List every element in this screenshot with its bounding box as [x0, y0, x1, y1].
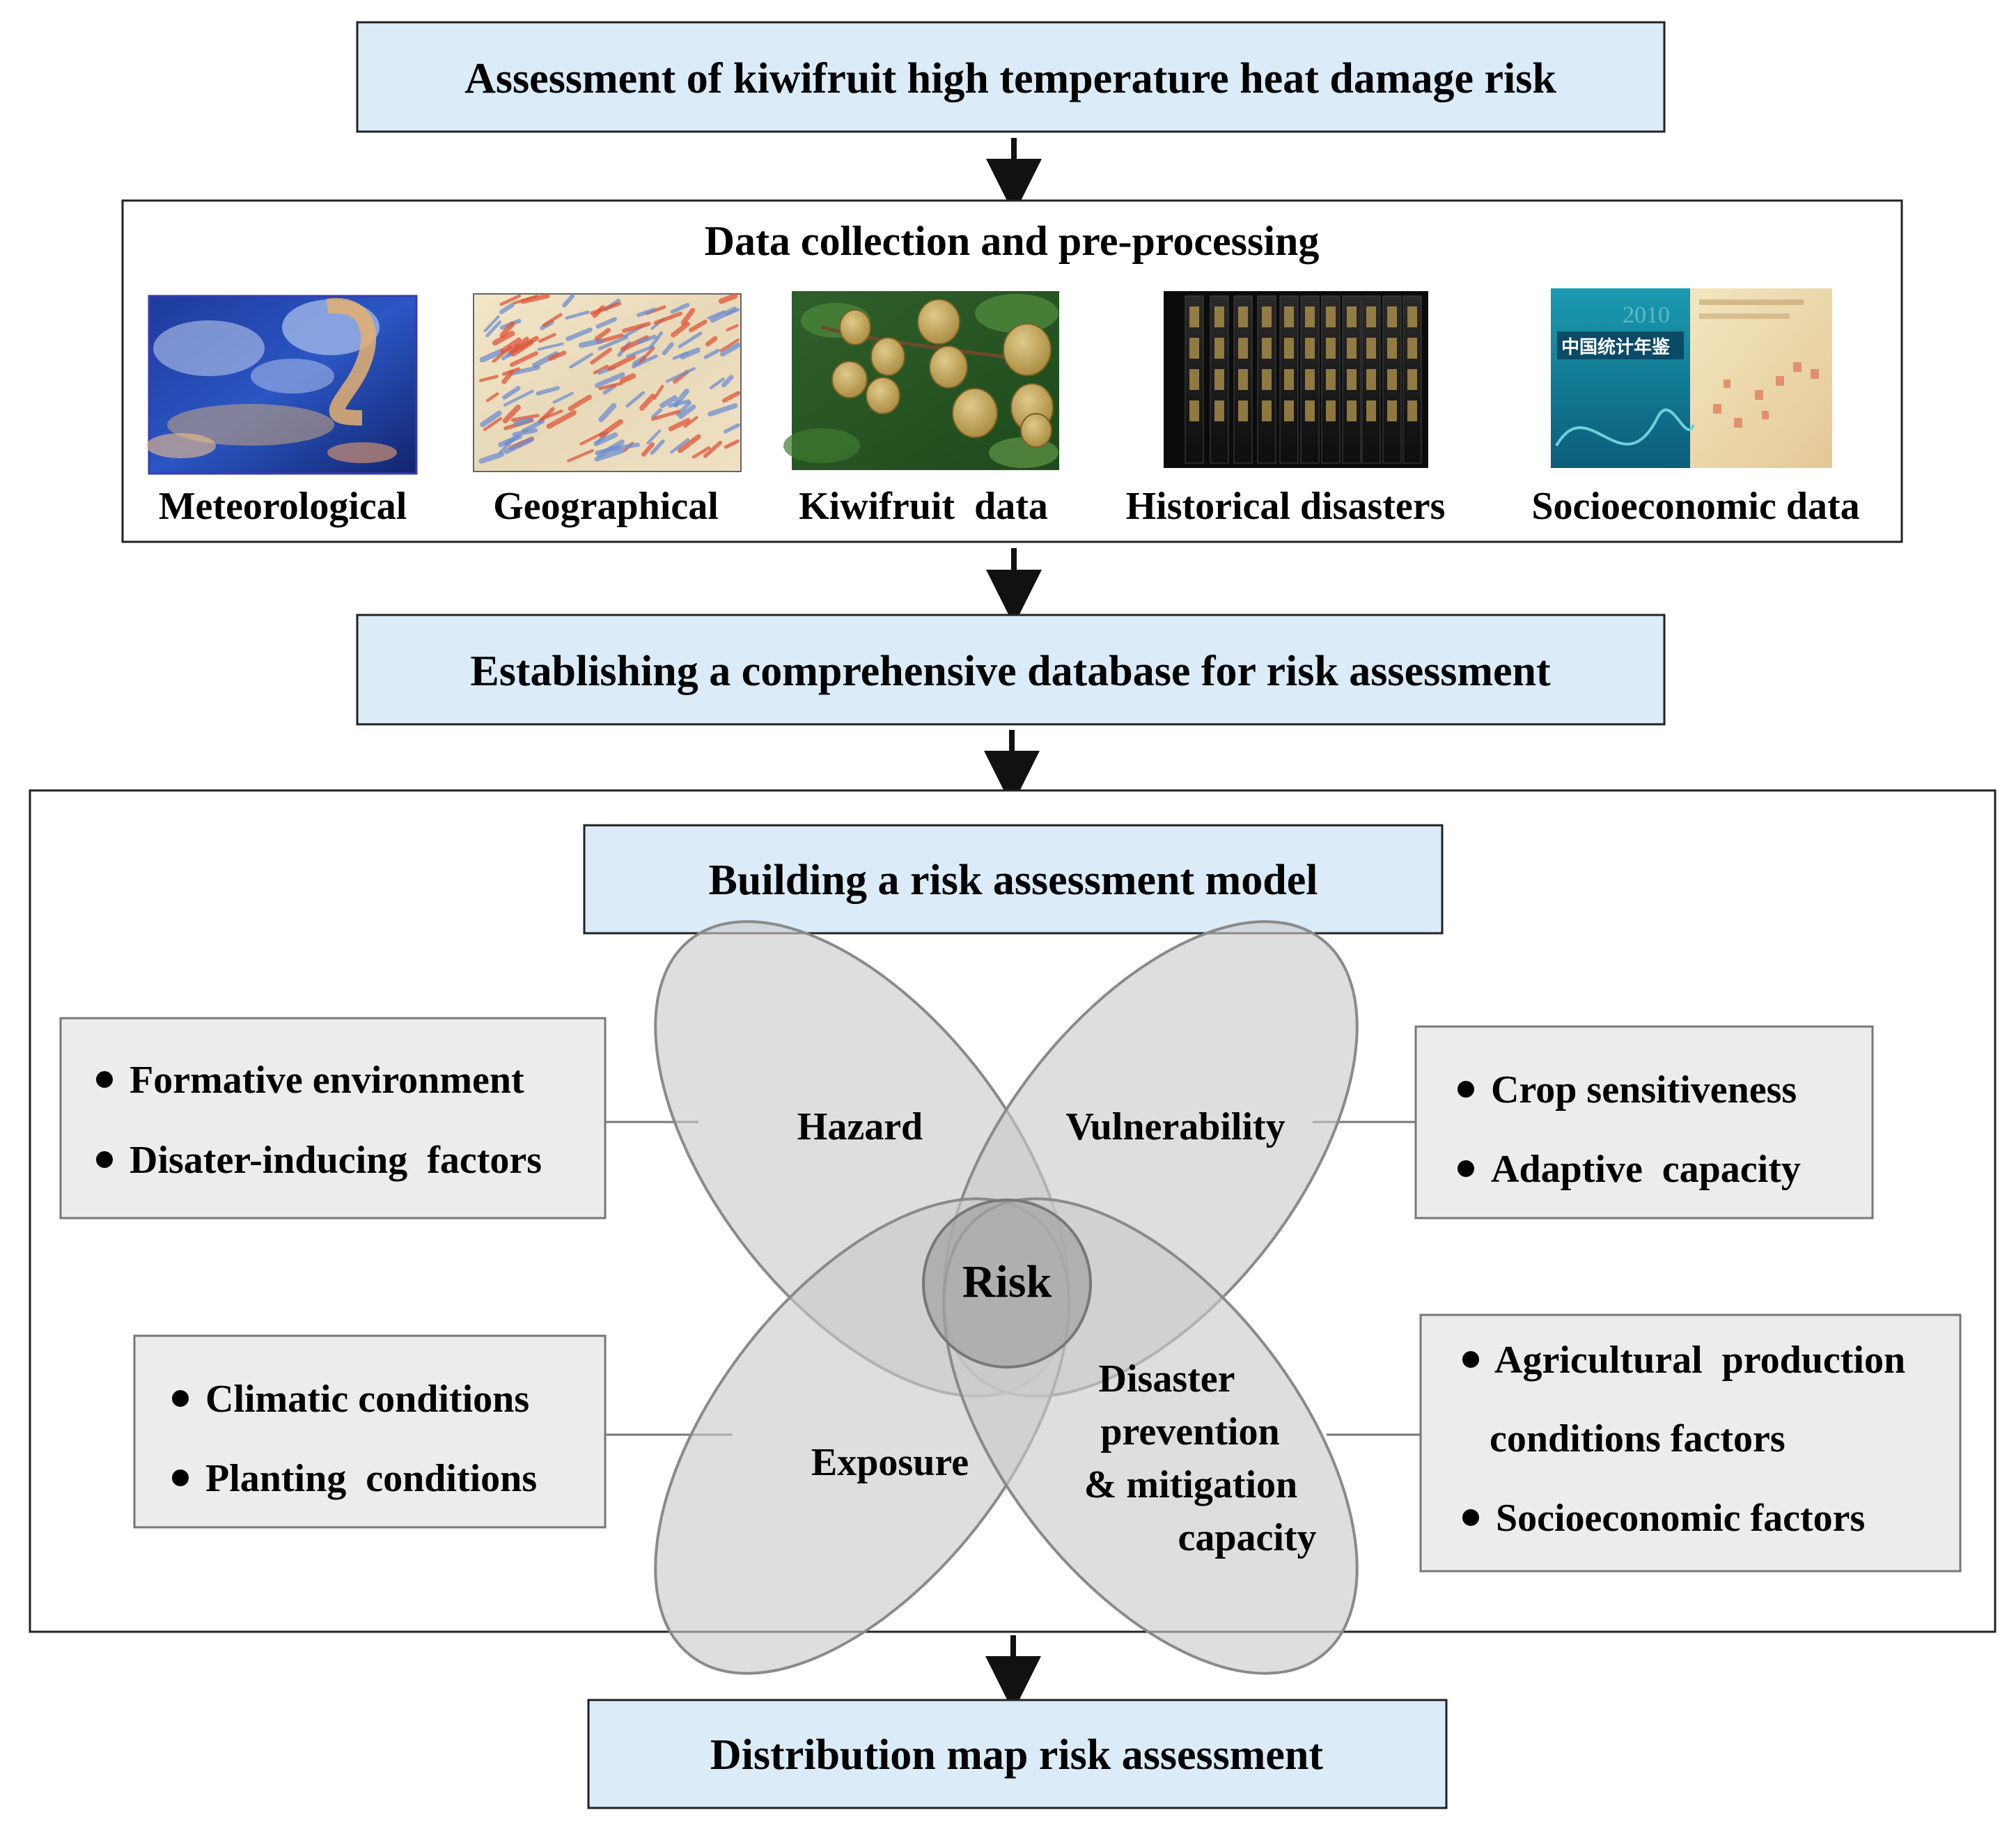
title-step: Assessment of kiwifruit high temperature… [356, 21, 1666, 133]
hazard-factor-2: Disater-inducing factors [130, 1139, 542, 1182]
bullet-icon [1458, 1081, 1474, 1098]
vulnerability-label: Vulnerability [1065, 1105, 1285, 1148]
database-step: Establishing a comprehensive database fo… [356, 614, 1666, 726]
title-box [356, 21, 1666, 133]
kiwifruit-photo-icon [783, 291, 1059, 470]
terrain-map-icon [473, 293, 742, 472]
exposure-factor-1: Climatic conditions [205, 1378, 529, 1421]
capacity-factor-1b: conditions factors [1490, 1417, 1786, 1460]
vulnerability-factors-box: Crop sensitiveness Adaptive capacity [1414, 1025, 1874, 1219]
capacity-factors-box: Agricultural production conditions facto… [1419, 1313, 1962, 1573]
model-heading: Building a risk assessment model [708, 857, 1318, 904]
risk-circle [922, 1199, 1092, 1369]
capacity-factor-2: Socioeconomic factors [1496, 1497, 1865, 1540]
vulnerability-factor-1: Crop sensitiveness [1491, 1068, 1797, 1112]
database-box [356, 614, 1666, 726]
source-label-kiwifruit: Kiwifruit data [799, 485, 1048, 528]
exposure-factors-box: Climatic conditions Planting conditions [133, 1334, 607, 1529]
source-label-meteorological: Meteorological [159, 485, 407, 528]
hazard-factor-1: Formative environment [130, 1059, 524, 1102]
vulnerability-factor-2: Adaptive capacity [1491, 1148, 1801, 1191]
database-text: Establishing a comprehensive database fo… [470, 648, 1551, 695]
yearbook-year: 2010 [1623, 302, 1670, 328]
exposure-factor-2: Planting conditions [205, 1457, 537, 1500]
map-step: Distribution map risk assessment [587, 1699, 1448, 1809]
capacity-label: Disaster prevention & mitigation capacit… [1084, 1357, 1317, 1559]
bullet-icon [172, 1390, 189, 1407]
hazard-factors-box: Formative environment Disater-inducing f… [59, 1017, 607, 1219]
bullet-icon [1458, 1160, 1474, 1177]
capacity-factor-1: Agricultural production [1494, 1339, 1905, 1382]
satellite-cloud-icon [146, 295, 418, 475]
source-label-historical: Historical disasters [1126, 485, 1446, 528]
yearbook-title: 中国统计年鉴 [1561, 336, 1671, 358]
capacity-line-3: & mitigation [1084, 1463, 1297, 1506]
model-panel: Building a risk assessment model Risk Ha… [29, 789, 1997, 1675]
title-text: Assessment of kiwifruit high temperature… [464, 55, 1556, 102]
capacity-line-4: capacity [1178, 1516, 1316, 1559]
bullet-icon [1462, 1351, 1479, 1368]
source-label-socioeconomic: Socioeconomic data [1531, 485, 1859, 528]
archive-books-icon [1164, 291, 1428, 468]
model-heading-box [583, 824, 1444, 935]
bullet-icon [1462, 1509, 1479, 1526]
map-text: Distribution map risk assessment [710, 1731, 1323, 1779]
data-collection-panel: Data collection and pre-processing [121, 199, 1903, 543]
risk-label: Risk [962, 1256, 1052, 1307]
source-label-geographical: Geographical [493, 485, 719, 528]
hazard-label: Hazard [797, 1105, 923, 1148]
bullet-icon [96, 1071, 113, 1088]
bullet-icon [96, 1151, 113, 1168]
map-box [587, 1699, 1448, 1809]
capacity-line-2: prevention [1100, 1410, 1279, 1453]
exposure-label: Exposure [811, 1441, 969, 1484]
bullet-icon [172, 1469, 189, 1486]
capacity-line-1: Disaster [1099, 1357, 1235, 1401]
statistical-yearbook-icon: 2010 中国统计年鉴 [1551, 288, 1832, 468]
data-collection-heading: Data collection and pre-processing [705, 218, 1320, 264]
